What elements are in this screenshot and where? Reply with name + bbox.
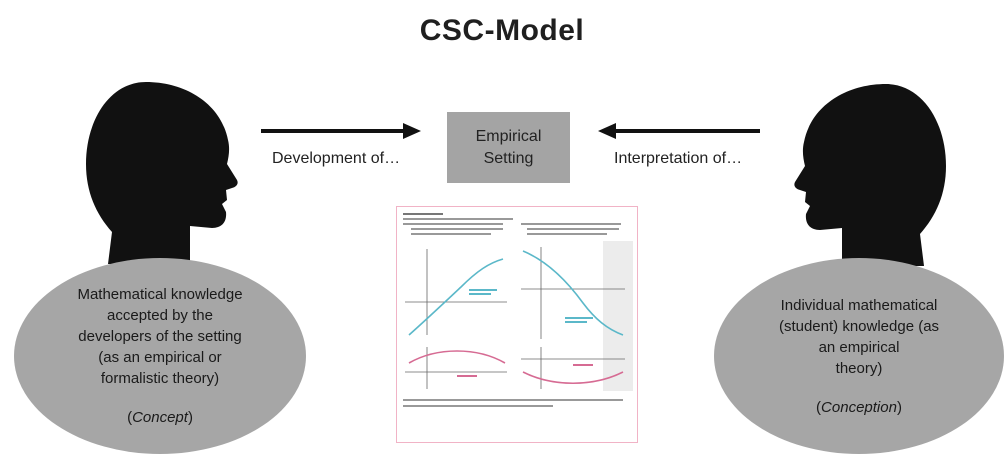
left-head-icon <box>86 82 238 264</box>
concept-text-line: (as an empirical or <box>98 349 222 366</box>
arrow-right-icon <box>261 121 421 141</box>
textbook-excerpt-graphic <box>403 213 633 407</box>
diagram-title: CSC-Model <box>419 14 585 47</box>
conception-text-line: theory) <box>835 359 883 377</box>
conception-text-line: (student) knowledge (as <box>778 317 940 335</box>
arrow-left-icon <box>598 121 760 141</box>
concept-term-word: Concept <box>132 409 188 426</box>
conception-term-word: Conception <box>821 398 897 416</box>
concept-ellipse: Mathematical knowledge accepted by the d… <box>14 258 306 454</box>
development-label: Development of… <box>272 150 401 167</box>
concept-text-line: accepted by the <box>107 307 213 324</box>
conception-text-line: Individual mathematical <box>780 296 938 314</box>
conception-ellipse: Individual mathematical (student) knowle… <box>714 258 1004 454</box>
conception-text-line: an empirical <box>818 338 900 356</box>
conception-term: (Conception) <box>816 398 902 416</box>
concept-text-line: Mathematical knowledge <box>77 286 243 303</box>
empirical-setting-box: Empirical Setting <box>447 112 570 183</box>
concept-text-line: developers of the setting <box>78 328 242 345</box>
concept-term: (Concept) <box>127 409 193 426</box>
concept-text-line: formalistic theory) <box>100 370 220 387</box>
right-head-icon <box>794 84 946 266</box>
interpretation-label: Interpretation of… <box>614 150 743 167</box>
textbook-excerpt-image <box>396 206 638 443</box>
empirical-setting-line2: Setting <box>483 149 534 167</box>
empirical-setting-line1: Empirical <box>475 127 542 145</box>
